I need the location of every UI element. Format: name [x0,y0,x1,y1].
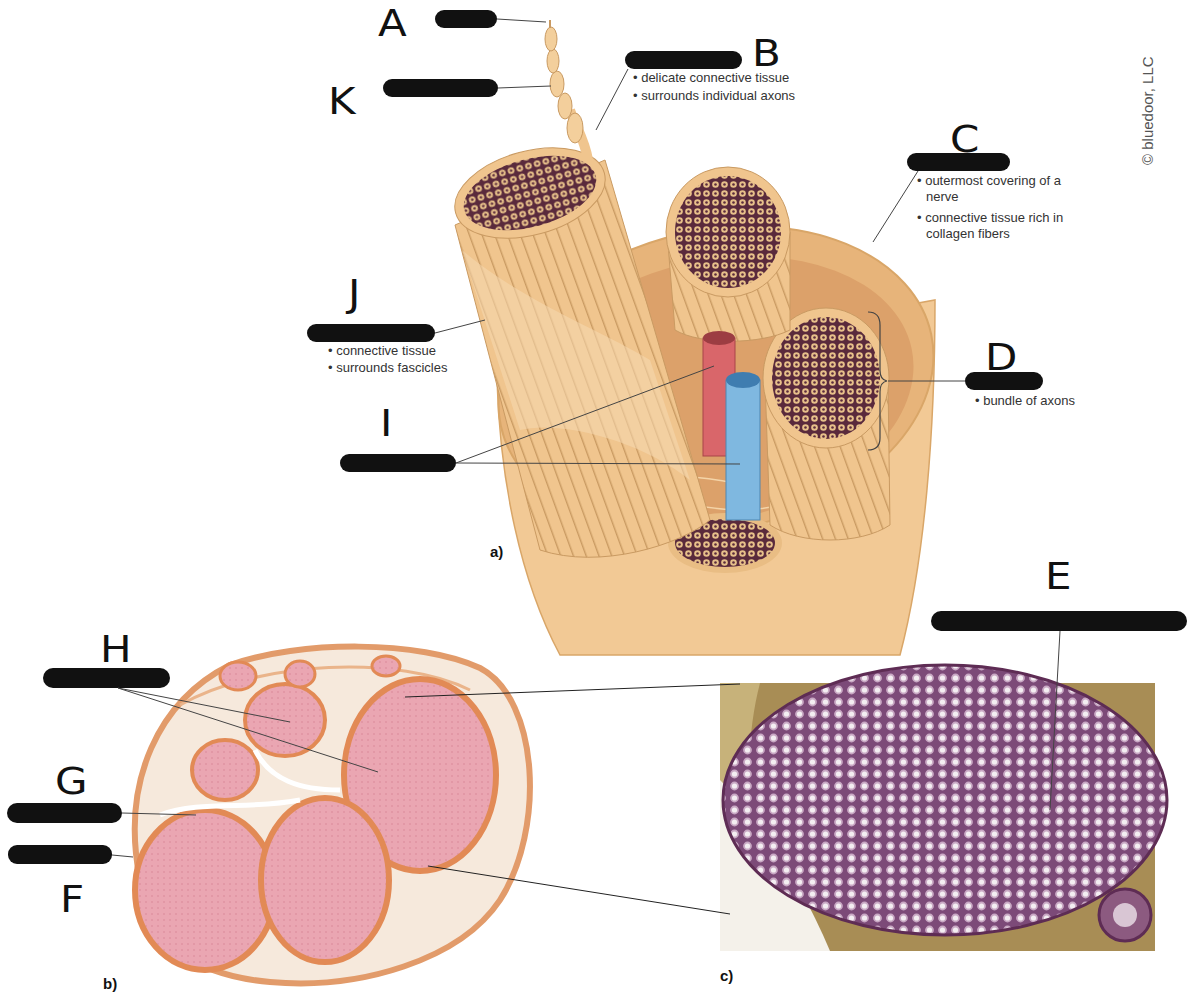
part-label: a) [490,543,503,560]
copyright-watermark: © bluedoor, LLC [1139,56,1156,165]
callout-letter: A [378,4,407,42]
callout-letter: K [328,82,356,120]
description-note: • bundle of axons [975,393,1075,409]
description-note: • surrounds fascicles [328,360,447,376]
description-note: • outermost covering of a nerve [917,173,1076,205]
callout-letter: I [380,404,392,442]
callout-letter: C [950,120,979,158]
callout-letter: G [55,762,88,800]
callout-letter: E [1045,557,1072,595]
description-note: • surrounds individual axons [633,88,795,104]
callout-letter: H [100,630,132,668]
callout-letter: J [348,274,360,312]
callout-letter: D [985,338,1017,376]
callout-letter: B [752,34,781,72]
part-label: b) [103,975,117,992]
description-note: • connective tissue rich in collagen fib… [917,210,1091,242]
callout-letter: F [60,880,84,918]
description-note: • delicate connective tissue [633,70,789,86]
description-note: • connective tissue [328,343,436,359]
part-label: c) [720,967,733,984]
